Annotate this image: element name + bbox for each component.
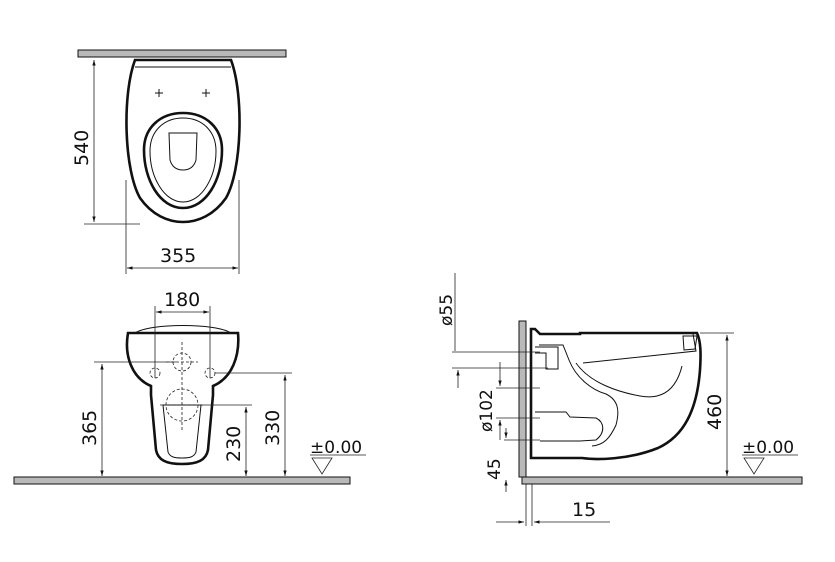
side-view-trap-outer bbox=[539, 344, 619, 447]
side-view: ø55 ø102 45 460 ±0.00 15 bbox=[437, 273, 803, 526]
front-view-pedestal-inner bbox=[162, 404, 202, 459]
side-view-inlet-diameter-label: ø55 bbox=[437, 294, 457, 326]
front-view-fixing-height-label: 330 bbox=[262, 410, 284, 446]
side-view-body-outline bbox=[529, 327, 702, 461]
top-view-bowl-outline bbox=[125, 58, 241, 224]
top-view-depth-label: 540 bbox=[71, 130, 93, 166]
side-view-wall-gap-label: 15 bbox=[572, 499, 596, 521]
top-view-drain bbox=[168, 132, 198, 171]
front-view-level-marker bbox=[311, 457, 333, 475]
front-view-total-height-label: 365 bbox=[79, 410, 101, 446]
side-view-rim bbox=[582, 333, 697, 364]
side-view-outlet bbox=[535, 411, 604, 442]
top-view-seat-opening bbox=[142, 111, 224, 210]
front-view: 180 365 330 230 ±0.00 bbox=[13, 289, 366, 485]
side-view-wall bbox=[518, 320, 527, 478]
front-view-floor-level-label: ±0.00 bbox=[310, 438, 362, 458]
front-view-hole-spacing-label: 180 bbox=[164, 289, 200, 311]
front-view-seat-top bbox=[134, 325, 232, 334]
side-view-outlet-offset-label: 45 bbox=[485, 458, 505, 480]
side-view-rim-height-label: 460 bbox=[704, 394, 726, 430]
top-view: 540 355 bbox=[71, 49, 287, 274]
top-view-fixing-holes bbox=[155, 89, 210, 97]
side-view-inlet bbox=[535, 346, 559, 370]
side-view-rim-end bbox=[682, 335, 698, 351]
side-view-floor bbox=[521, 476, 803, 485]
front-view-floor bbox=[13, 476, 351, 485]
side-view-outlet-diameter-label: ø102 bbox=[477, 389, 497, 432]
side-view-floor-level-label: ±0.00 bbox=[742, 438, 794, 458]
front-view-fixing-holes bbox=[149, 367, 216, 379]
side-view-bowl-inner bbox=[575, 362, 683, 398]
front-view-outlet-height-label: 230 bbox=[223, 426, 245, 462]
side-view-level-marker bbox=[743, 457, 765, 475]
top-view-seat-inner bbox=[149, 117, 217, 203]
top-view-width-label: 355 bbox=[160, 245, 196, 267]
top-view-wall bbox=[77, 49, 287, 58]
